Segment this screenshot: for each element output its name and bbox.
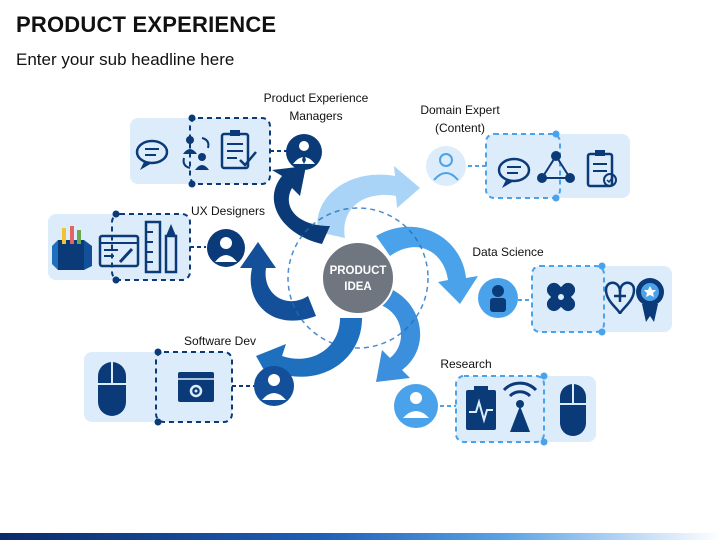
label-domain-line1: Domain Expert [420, 103, 500, 117]
checklist-icon-2 [586, 150, 617, 188]
panel-ux-icons [48, 210, 206, 284]
page-title: PRODUCT EXPERIENCE [16, 12, 277, 37]
chat-icon-2 [497, 157, 531, 188]
scientist-icon [490, 285, 506, 312]
inner-dashed-ring [287, 207, 429, 349]
swirl-arrow-blue [256, 318, 362, 384]
award-badge-icon [636, 278, 664, 322]
mouse-icon [98, 362, 126, 416]
node-research: Research [394, 357, 492, 428]
swirl-arrow-navy [240, 242, 316, 321]
swirl-arrow-navy-2 [272, 166, 330, 244]
label-pem-line2: Managers [289, 109, 342, 123]
node-pem: Product Experience Managers [264, 91, 369, 170]
ruler-pencil-icon [144, 220, 178, 274]
swirl-arrows [240, 166, 478, 384]
developer-icon [262, 374, 286, 400]
center-node: PRODUCT IDEA [321, 241, 395, 315]
mouse-icon-2 [560, 384, 586, 436]
network-icon [537, 151, 575, 183]
label-software: Software Dev [184, 334, 256, 348]
browser-window-icon [98, 234, 140, 268]
swirl-arrow-pale [317, 166, 420, 238]
panel-research-icons [440, 372, 596, 446]
page-subtitle: Enter your sub headline here [16, 50, 235, 69]
center-label-line2: IDEA [344, 281, 371, 293]
manager-icon [293, 141, 315, 164]
designer-icon [215, 237, 237, 262]
label-ux: UX Designers [191, 204, 265, 218]
swirl-arrow-sky [376, 226, 478, 304]
footer-bar [0, 533, 720, 540]
panel-software-icons [84, 348, 254, 426]
node-software-dev: Software Dev [184, 334, 294, 406]
panel-pem-icons [130, 114, 290, 188]
researcher-icon [403, 392, 429, 418]
chat-icon [135, 139, 169, 170]
toolbox-icon [52, 226, 92, 270]
clipboard-pulse-icon [466, 386, 496, 430]
center-label-line1: PRODUCT [330, 265, 387, 277]
panel-domain-icons [468, 130, 630, 202]
broadcast-tower-icon [502, 381, 538, 432]
node-domain-expert: Domain Expert (Content) [420, 103, 500, 186]
node-data-science: Data Science [472, 245, 544, 318]
label-domain-line2: (Content) [435, 121, 485, 135]
label-datascience: Data Science [472, 245, 544, 259]
settings-window-icon [178, 372, 214, 402]
checklist-icon [220, 130, 257, 170]
expert-icon [433, 153, 459, 181]
swirl-arrow-sky-2 [376, 286, 421, 382]
label-pem-line1: Product Experience [264, 91, 369, 105]
health-heart-icon [604, 281, 636, 315]
label-research: Research [440, 357, 491, 371]
bandage-icon [546, 282, 576, 312]
panel-datascience-icons [518, 262, 672, 336]
people-exchange-icon [182, 136, 210, 170]
node-ux-designers: UX Designers [191, 204, 265, 267]
